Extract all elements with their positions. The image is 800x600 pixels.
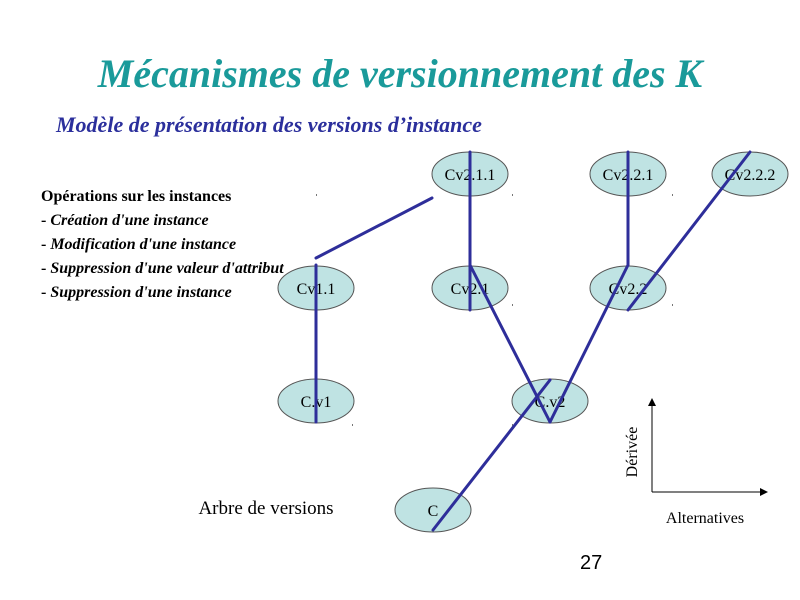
node-label: Cv2.2.2 [725,167,776,184]
node-cv22: Cv2.2 [589,265,667,311]
page-number: 27 [580,552,603,574]
node-cv222: Cv2.2.2 [711,151,789,197]
operation-item-create: - Création d'une instance [41,212,209,229]
link-c-cv2 [431,378,552,532]
operation-item-label: Création d'une instance [50,212,209,229]
operations-panel: Opérations sur les instances - Création … [41,185,296,305]
operation-item-label: Suppression d'une valeur d'attribut [50,260,284,277]
operation-item-label: Suppression d'une instance [50,284,232,301]
operation-item-label: Modification d'une instance [50,236,237,253]
operation-item-modify: - Modification d'une instance [41,236,237,253]
tree-label: Arbre de versions [198,498,333,519]
node-label: C [428,503,439,520]
link-cv22-cv222 [626,150,752,312]
horizontal-axis-label: Alternatives [666,510,744,527]
guide-marks [316,194,673,426]
vertical-axis-label: Dérivée [624,427,641,478]
node-c: C [394,487,472,533]
operations-heading: Opérations sur les instances [41,188,232,205]
operation-item-delete-value: - Suppression d'une valeur d'attribut [41,260,284,277]
axes-legend: Dérivée Alternatives [624,398,768,527]
link-cv11-cv211 [314,196,434,260]
operation-item-delete-instance: - Suppression d'une instance [41,284,232,301]
slide-subtitle: Modèle de présentation des versions d’in… [56,112,482,137]
link-cv2-cv21 [468,263,552,424]
link-cv2-cv22 [548,263,630,424]
slide-title: Mécanismes de versionnement des K [97,51,703,96]
